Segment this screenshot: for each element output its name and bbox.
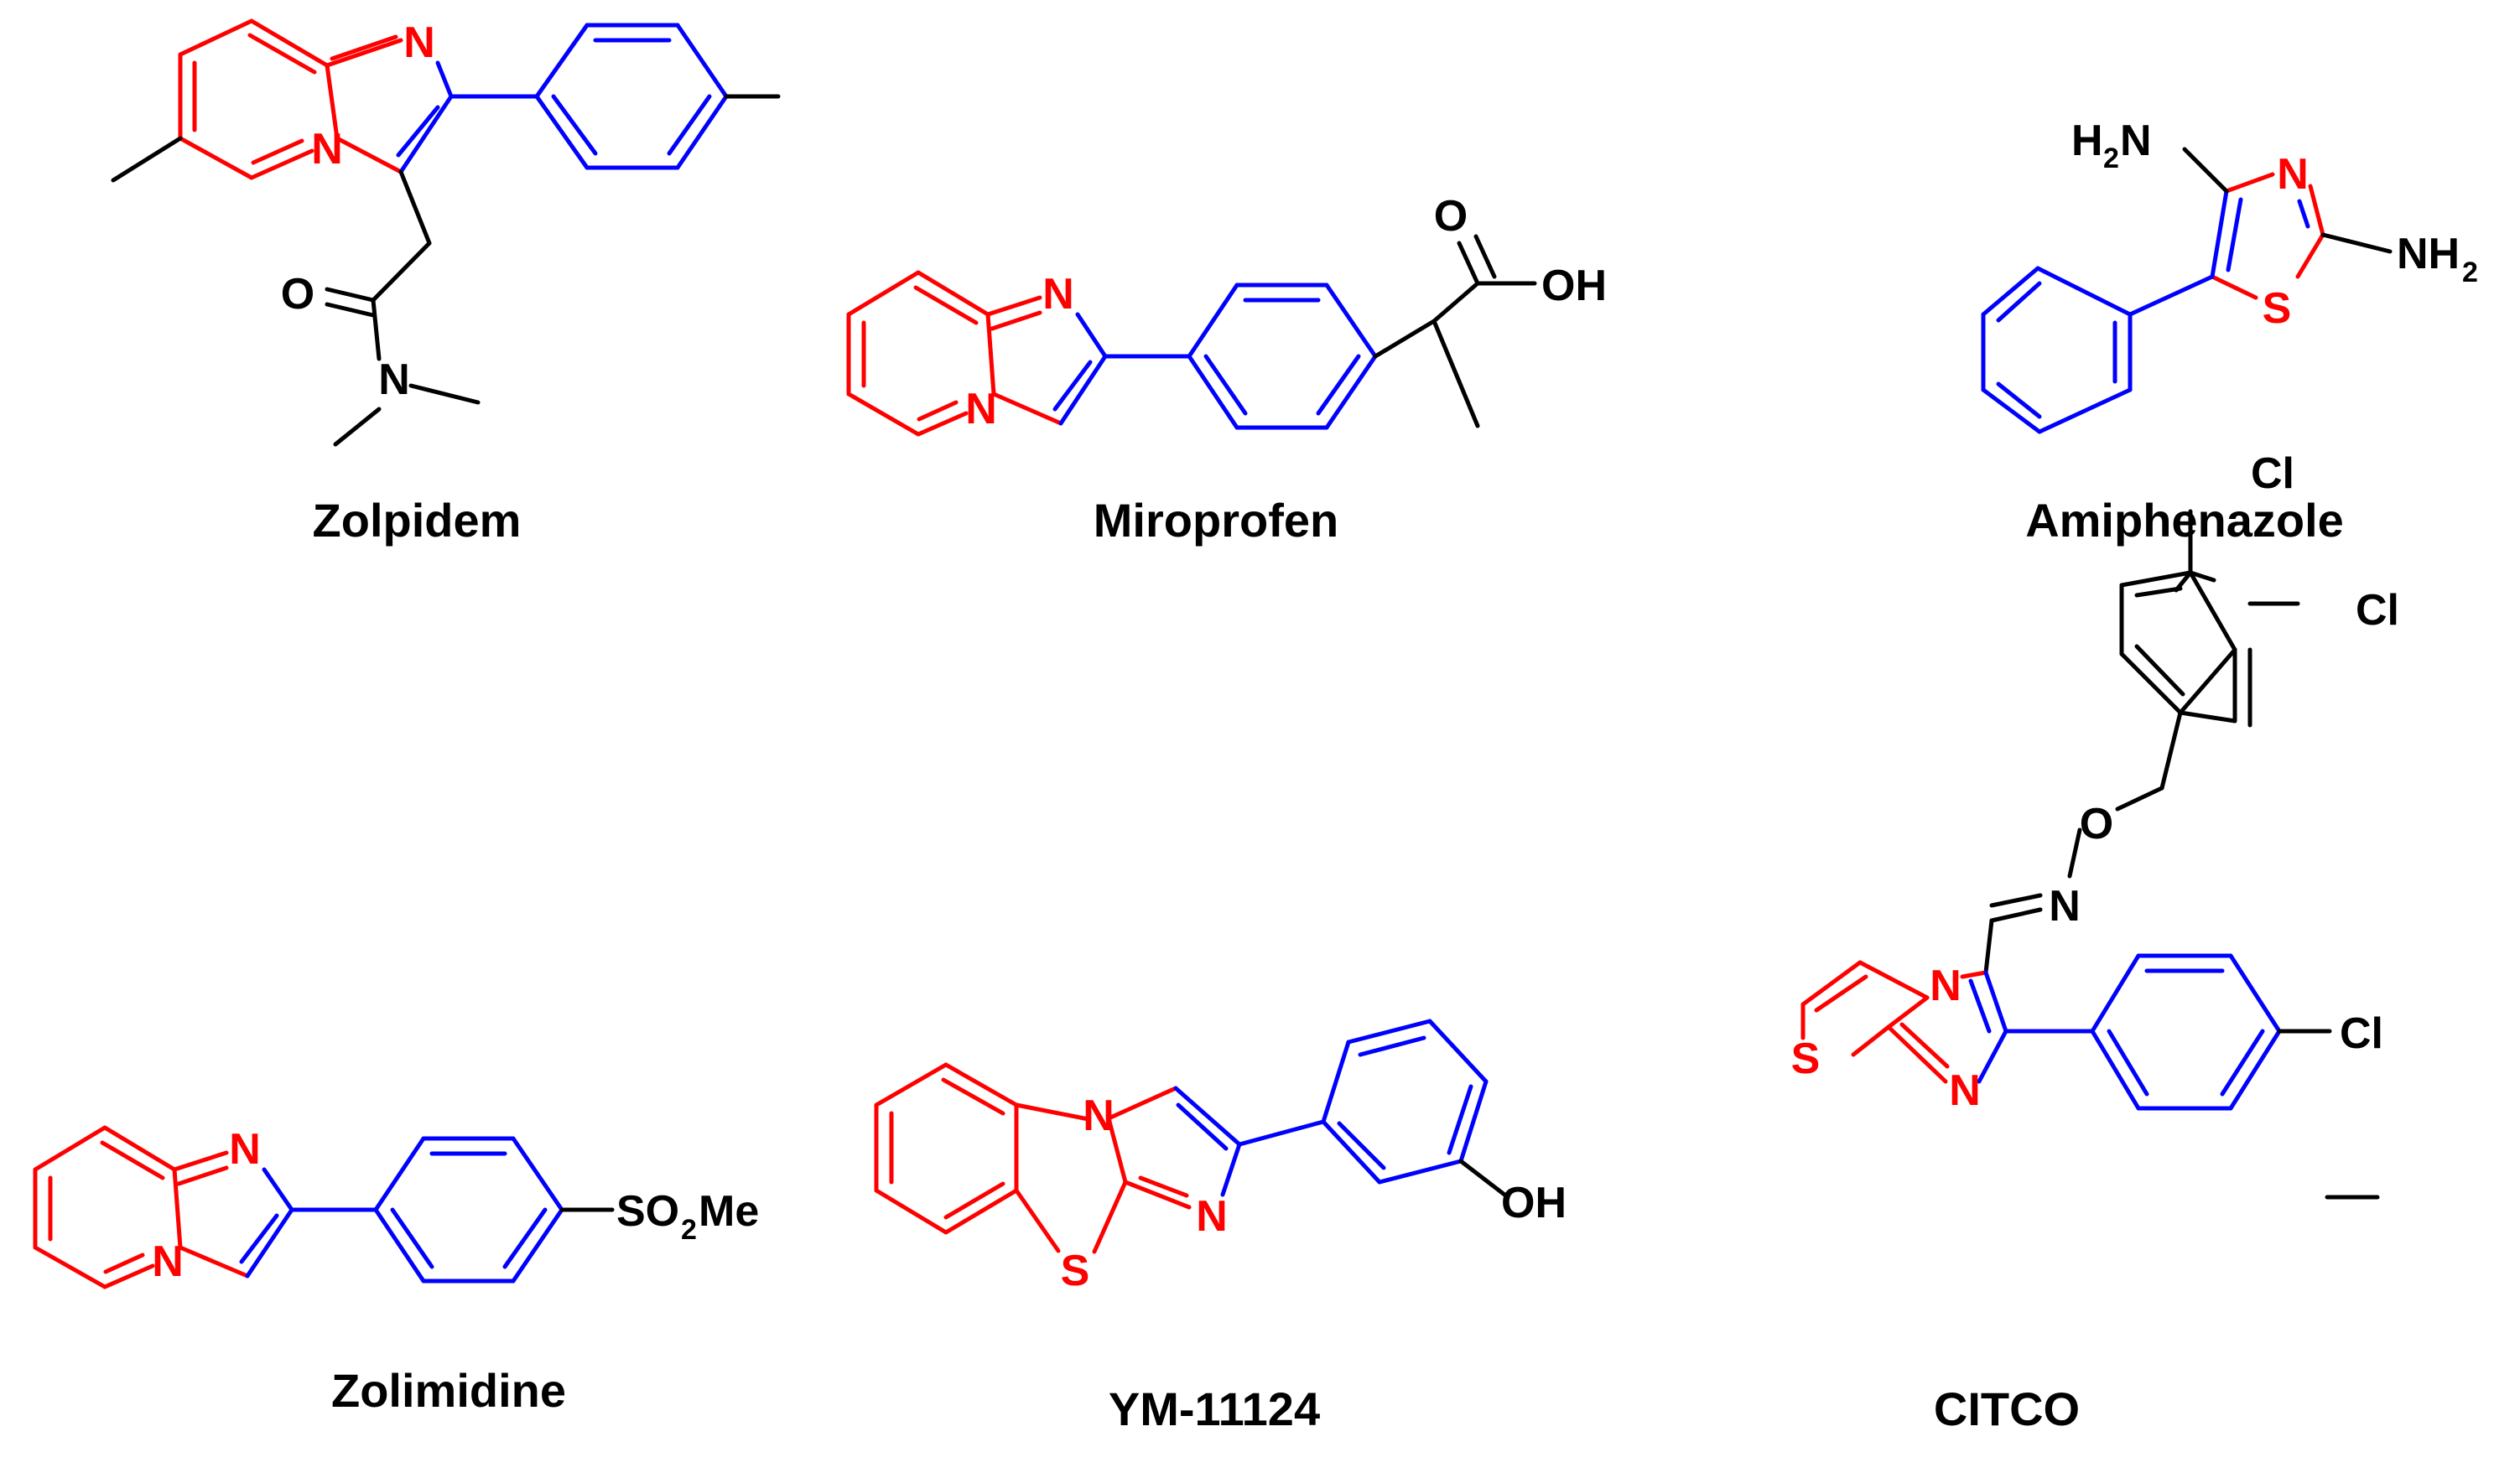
citco-atom-n-bridge: N	[1930, 962, 1961, 1010]
zolpidem-atom-n1: N	[403, 18, 435, 67]
compound-name-ym-11124: YM-11124	[1109, 1382, 1320, 1435]
zolimidine-atom-n2: N	[152, 1237, 184, 1286]
miroprofen-atom-oh: OH	[1541, 262, 1607, 310]
structure-amiphenazole: H 2 N N S NH 2 Amiphenazole	[1981, 117, 2478, 547]
amiphenazole-thiazole-double-bonds	[2210, 189, 2310, 279]
miroprofen-phenyl-ring	[1103, 283, 1378, 430]
amiphenazole-h2n-h: H	[2071, 117, 2103, 165]
amiphenazole-nh2-nh: NH	[2397, 230, 2460, 278]
ym-11124-atom-n1: N	[1083, 1092, 1115, 1140]
amiphenazole-bonds-black	[2182, 147, 2393, 254]
ym-11124-atom-oh: OH	[1501, 1179, 1567, 1227]
miroprofen-atom-n2: N	[965, 385, 997, 433]
ym-11124-benzothiazole-core	[874, 1062, 1192, 1254]
ym-11124-atom-s: S	[1061, 1247, 1090, 1295]
ym-11124-bonds-black	[1458, 1159, 1510, 1200]
zolimidine-imidazole-cn-bond	[239, 1167, 294, 1279]
amiphenazole-h2n-label: H 2 N	[2071, 117, 2152, 174]
citco-atom-n-ring: N	[1949, 1066, 1981, 1115]
amiphenazole-nh2-label: NH 2	[2397, 230, 2478, 288]
compound-name-zolimidine: Zolimidine	[331, 1364, 566, 1417]
zolimidine-so2me-so: SO	[616, 1187, 679, 1236]
amiphenazole-atom-n: N	[2277, 150, 2309, 199]
miroprofen-imidazole-cn-bond	[1052, 312, 1108, 426]
citco-chlorophenyl-ring	[2003, 953, 2282, 1111]
zolpidem-imidazole-cn-bond	[396, 60, 454, 174]
zolimidine-atom-n1: N	[229, 1125, 261, 1174]
amiphenazole-h2n-n: N	[2120, 117, 2152, 165]
structure-zolpidem: N N O N Zolpidem	[111, 18, 781, 547]
zolimidine-phenyl-ring	[289, 1136, 564, 1284]
compound-name-amiphenazole: Amiphenazole	[2025, 494, 2344, 547]
compound-name-miroprofen: Miroprofen	[1094, 494, 1338, 547]
citco-atom-cl3: Cl	[2340, 1009, 2383, 1058]
ym-11124-imidazole-double-bond	[1173, 1086, 1242, 1197]
zolpidem-imidazopyridine-core	[178, 18, 403, 180]
miroprofen-atom-o: O	[1434, 192, 1468, 241]
citco-imidazole-blue-bonds	[1968, 970, 2008, 1084]
structure-citco: Cl Cl O N N S N Cl CITCO	[1791, 449, 2399, 1435]
zolpidem-atom-n2: N	[311, 125, 343, 174]
amiphenazole-h2n-sub: 2	[2103, 143, 2119, 174]
amiphenazole-atom-s: S	[2263, 284, 2292, 333]
citco-atom-cl1: Cl	[2251, 449, 2294, 498]
citco-dichlorophenyl-ring	[2119, 509, 2300, 728]
miroprofen-bonds-black	[1373, 234, 1537, 428]
structure-miroprofen: N N O OH Miroprofen	[846, 192, 1607, 547]
ym-11124-atom-n2: N	[1196, 1192, 1228, 1241]
compound-name-zolpidem: Zolpidem	[313, 494, 522, 547]
zolpidem-atom-o: O	[281, 270, 314, 319]
zolpidem-tolyl-ring	[449, 23, 729, 170]
citco-imidazothiazole-core	[1800, 960, 1988, 1084]
ym-11124-phenol-ring	[1237, 1019, 1489, 1185]
zolimidine-so2me-me: Me	[699, 1187, 759, 1236]
citco-atom-s: S	[1791, 1035, 1821, 1083]
compound-name-citco: CITCO	[1934, 1382, 2080, 1435]
zolpidem-atom-n3: N	[378, 355, 410, 404]
miroprofen-atom-n1: N	[1042, 270, 1074, 319]
zolimidine-so2me-label: SO 2 Me	[616, 1187, 759, 1246]
amiphenazole-thiazole-ring	[2210, 172, 2325, 300]
citco-atom-n-oxime: N	[2049, 882, 2081, 931]
amiphenazole-nh2-sub: 2	[2462, 257, 2478, 288]
zolimidine-imidazopyridine-core	[33, 1125, 250, 1289]
citco-atom-o: O	[2080, 800, 2113, 848]
zolimidine-so2me-sub: 2	[681, 1214, 697, 1246]
amiphenazole-phenyl-ring	[1981, 266, 2215, 434]
miroprofen-imidazopyridine-core	[846, 270, 1063, 437]
citco-atom-cl2: Cl	[2356, 586, 2399, 635]
structure-zolimidine: N N SO 2 Me Zolimidine	[33, 1125, 759, 1417]
structure-ym-11124: N S N OH YM-11124	[874, 1019, 1567, 1435]
zolpidem-bonds-black	[111, 94, 781, 447]
citco-linker-bonds	[1983, 710, 2380, 1200]
